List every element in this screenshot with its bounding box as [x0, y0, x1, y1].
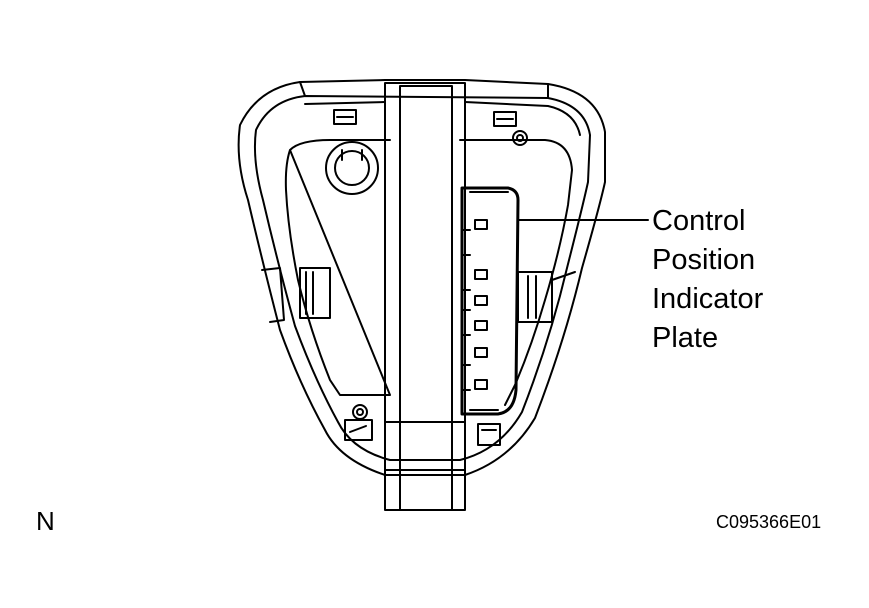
top-left-clip — [334, 110, 356, 124]
housing-outer-shell — [239, 80, 605, 475]
rim-ridge-left — [300, 82, 305, 96]
indicator-window-6 — [475, 380, 487, 389]
bottom-right-clip — [478, 424, 500, 445]
callout-label: Control Position Indicator Plate — [652, 202, 763, 358]
indicator-window-4 — [475, 321, 487, 330]
view-mark: N — [36, 506, 55, 536]
indicator-window-2 — [475, 270, 487, 279]
slider-channel-lip — [385, 422, 465, 470]
screw-hole-top-right — [517, 135, 523, 141]
indicator-window-1 — [475, 220, 487, 229]
callout-line-1: Control — [652, 205, 746, 237]
callout-line-2: Position — [652, 244, 756, 276]
housing-inner-rim — [255, 96, 590, 460]
bottom-left-bracket — [345, 405, 372, 440]
slider-channel-inner — [400, 86, 452, 510]
top-right-clip — [494, 112, 516, 126]
figure-code: C095366E01 — [716, 512, 822, 532]
knob-opening — [326, 142, 378, 194]
callout-line-4: Plate — [652, 322, 719, 354]
screw-boss-top-right — [513, 131, 527, 145]
rim-lip — [305, 102, 580, 135]
indicator-window-3 — [475, 296, 487, 305]
callout-line-3: Indicator — [652, 283, 764, 315]
indicator-window-5 — [475, 348, 487, 357]
left-side-latch — [262, 268, 330, 322]
inner-panel — [286, 140, 572, 405]
indicator-plate — [462, 188, 518, 414]
